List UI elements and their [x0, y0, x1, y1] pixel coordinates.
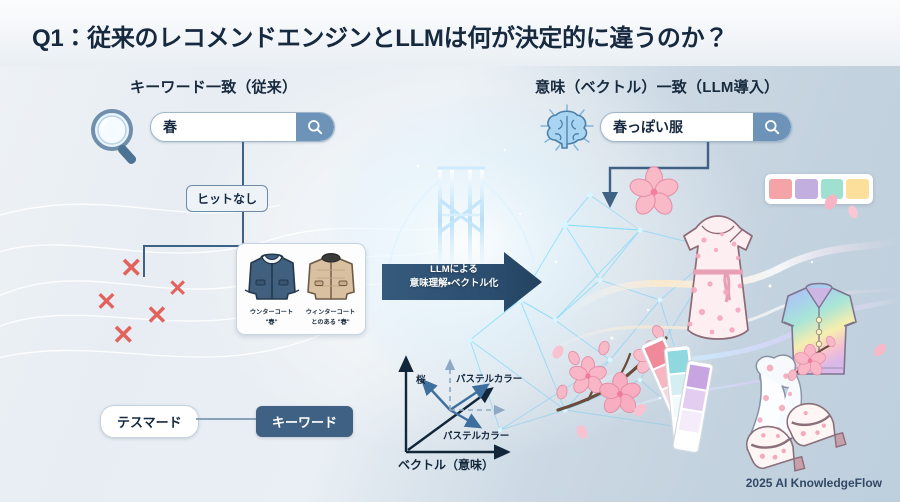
color-fan-icon	[640, 336, 714, 454]
keyword-pill-blue: キーワード	[256, 406, 354, 437]
keyword-search-box[interactable]: 春	[150, 112, 335, 142]
search-icon[interactable]	[296, 113, 334, 141]
keyword-connector-line	[196, 418, 260, 420]
coat-caption-line2: "春"	[265, 319, 278, 327]
connector-split-left	[143, 245, 145, 277]
swatch-mint	[820, 179, 844, 199]
vector-chart: 桜 パステルカラー パステルカラー	[398, 352, 578, 482]
vector-axis-label: ベクトル（意味）	[398, 458, 495, 472]
right-section-heading: 意味（ベクトル）一致（LLM導入）	[535, 79, 780, 96]
vector-label-sakura: 桜	[416, 375, 426, 386]
coat-caption-line1: ウンターコート	[249, 309, 294, 316]
page-title: Q1：従来のレコメンドエンジンとLLMは何が決定的に違うのか？	[32, 25, 729, 52]
coat-item: ウンターコート "春"	[242, 250, 301, 328]
x-mark: ✕	[112, 320, 135, 350]
semantic-connector-arrow	[602, 142, 710, 208]
swatch-yellow	[846, 179, 869, 199]
keyword-search-input[interactable]: 春	[163, 119, 177, 135]
llm-arrow-label-line1: LLMによる	[430, 264, 478, 275]
semantic-search-box[interactable]: 春っぽい服	[600, 112, 792, 142]
keyword-pill-white: テスマード	[100, 405, 199, 438]
connector-hit-to-split	[242, 211, 244, 245]
semantic-search-input[interactable]: 春っぽい服	[613, 119, 683, 135]
brain-icon	[540, 104, 594, 151]
x-mark: ✕	[96, 288, 117, 316]
x-mark: ✕	[120, 253, 143, 283]
coat-caption-line2: とのある "春"	[311, 319, 350, 327]
llm-arrow-label-line2: 意味理解・ベクトル化	[409, 277, 499, 289]
coat-caption-line1: ウィンターコート	[305, 309, 356, 316]
sakura-branch-icon	[787, 336, 836, 381]
sakura-petal-icon	[848, 205, 858, 219]
connector-search-to-hit	[242, 142, 244, 185]
winter-coat-beige-icon	[306, 252, 355, 300]
sakura-petal-icon	[874, 343, 886, 357]
vector-label-pastel-top: パステルカラー	[456, 374, 523, 385]
sakura-flower-icon	[629, 166, 679, 215]
fashion-illustrations	[552, 166, 886, 472]
floral-shoes-icon	[745, 402, 847, 472]
search-icon[interactable]	[753, 113, 791, 141]
swatch-pink	[769, 179, 792, 199]
left-section-heading: キーワード一致（従来）	[130, 79, 298, 96]
winter-coat-navy-icon	[244, 253, 299, 300]
sakura-petal-icon	[824, 194, 838, 210]
coat-result-card: ウンターコート "春" ウィンターコート とのある "春"	[236, 243, 366, 335]
no-hit-chip: ヒットなし	[186, 185, 269, 212]
x-mark: ✕	[168, 275, 188, 301]
title-band	[0, 0, 900, 66]
x-mark: ✕	[146, 300, 168, 330]
pastel-swatch-card	[765, 174, 873, 204]
llm-transform-arrow: LLMによる 意味理解・ベクトル化	[382, 252, 542, 312]
watermark: 2025 AI KnowledgeFlow	[745, 476, 882, 490]
coat-item: ウィンターコート とのある "春"	[301, 250, 360, 328]
vector-label-pastel-bottom: パステルカラー	[443, 431, 510, 442]
magnifier-icon	[91, 109, 137, 164]
swatch-purple	[794, 179, 818, 199]
floral-dress-icon	[683, 215, 753, 340]
